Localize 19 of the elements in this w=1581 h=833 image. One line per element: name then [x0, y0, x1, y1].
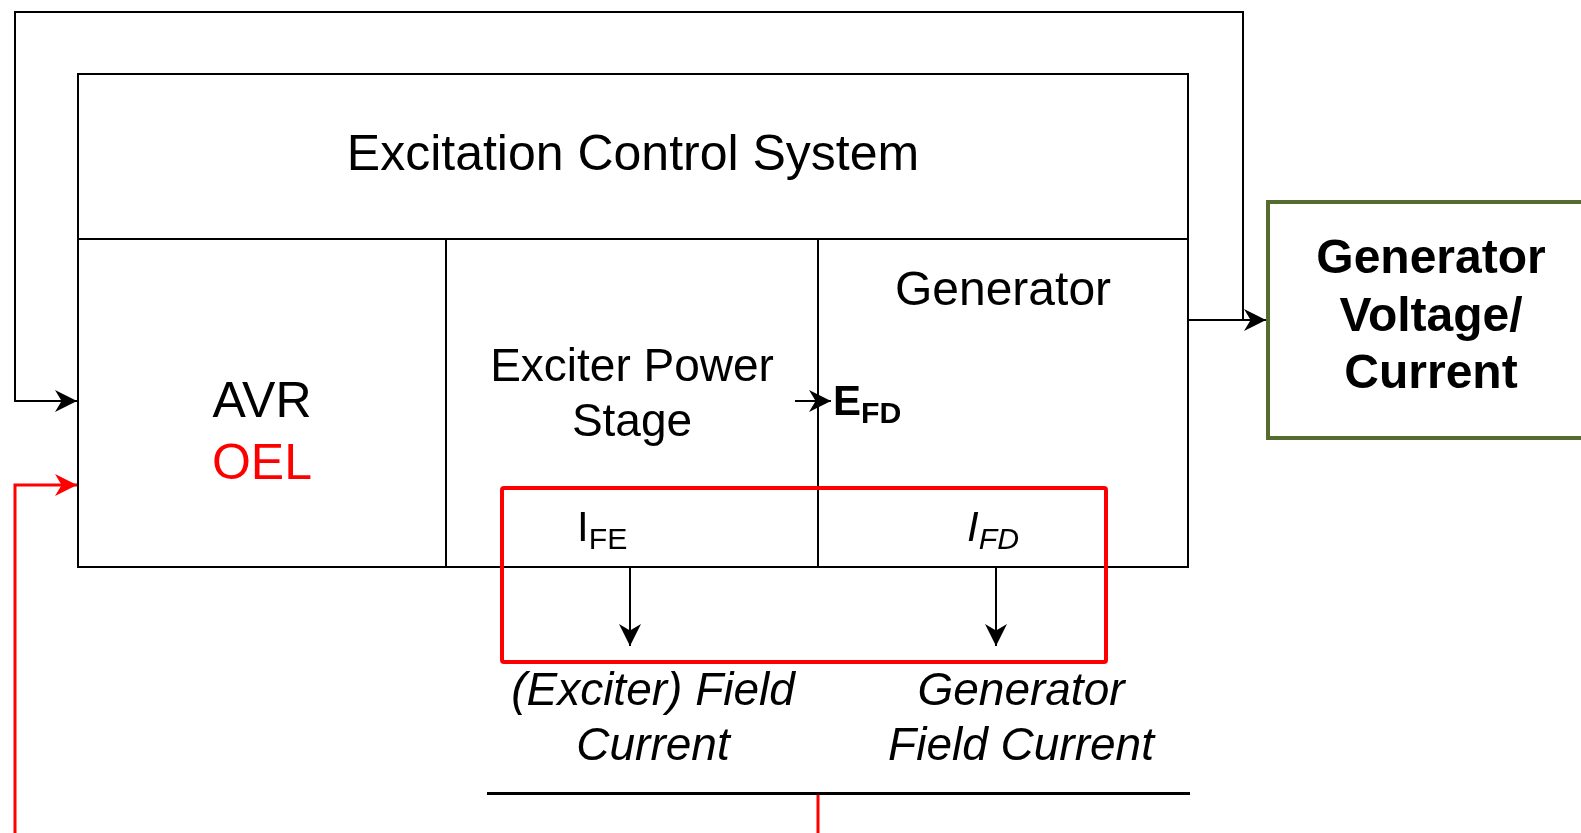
signal-label: I$_{FE}$ — [577, 502, 629, 557]
signal-label: E$_{FD}$ — [833, 376, 903, 431]
block-label: Generator — [893, 261, 1113, 317]
block-label: AVR — [211, 371, 313, 430]
field-current-label: (Exciter) Field Current — [510, 662, 797, 773]
underline-bar — [487, 792, 1190, 795]
signal-label: I$_{FD}$ — [967, 502, 1020, 557]
output-label: Generator Voltage/ Current — [1315, 229, 1547, 401]
field-current-label: Generator Field Current — [887, 662, 1157, 773]
block-label: OEL — [210, 433, 314, 492]
arrow — [794, 390, 832, 412]
system-block — [77, 73, 1189, 568]
arrow — [13, 474, 820, 833]
arrow — [619, 567, 641, 647]
output-box — [1266, 200, 1581, 440]
block-title: Excitation Control System — [345, 124, 921, 183]
arrow — [985, 567, 1007, 647]
arrow — [14, 11, 1244, 412]
block-label: Exciter Power Stage — [489, 338, 775, 449]
